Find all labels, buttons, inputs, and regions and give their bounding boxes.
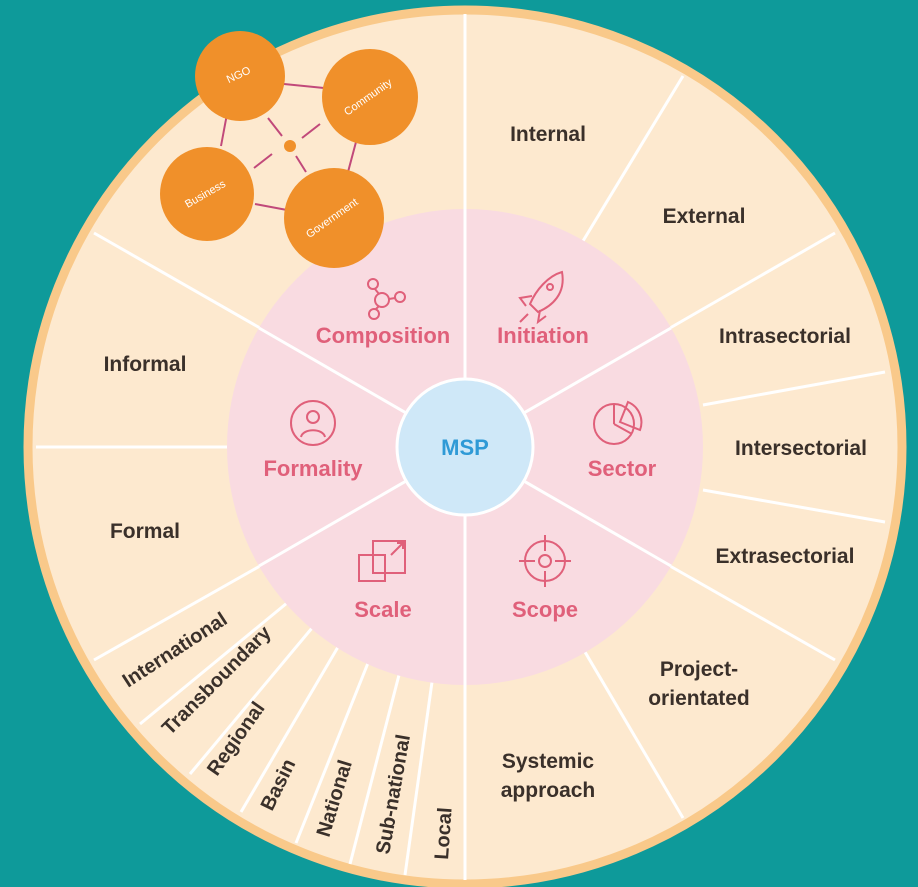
divider-regional-transboundary [188,627,314,775]
outer-external-label: External [663,205,746,228]
arrow-business-government [254,203,288,211]
stakeholder-government [284,168,384,268]
stakeholder-ngo [195,31,285,121]
arrow-ngo-business [220,113,228,147]
outer-formal-label: Formal [110,520,180,543]
divider-formality-composition [93,231,261,330]
arrow-business-center [253,153,273,169]
stakeholder-business [160,147,254,241]
center-label: MSP [441,435,489,460]
outer-informal-label: Informal [104,353,187,376]
outer-internal-label: Internal [510,123,586,146]
dimension-scope-label: Scope [512,597,578,622]
dimension-scale-label: Scale [354,597,412,622]
stakeholder-community [322,49,418,145]
network-nodes-icon [367,278,406,320]
rocket-icon [518,270,564,325]
msp-center [395,377,535,517]
outer-dividers [36,14,886,880]
arrow-community-government [347,141,357,173]
divider-subnational-national [348,674,401,865]
dimension-formality-label: Formality [263,456,363,481]
divider-project-systemic [583,651,685,819]
divider-basin-regional [239,646,340,813]
dimension-initiation-label: Initiation [497,323,589,348]
scale-local-label: Local [431,807,457,861]
divider-initiation-sector [669,231,836,330]
arrow-community-center [301,123,321,139]
outer-systemic-approach-label-2: approach [501,779,596,802]
divider-inter-extra [702,488,886,524]
outer-intersectorial-label: Intersectorial [735,437,867,460]
divider-scale-formality [93,564,261,662]
divider-local-subnational [403,681,434,876]
divider-national-basin [294,662,370,844]
dimension-sector-label: Sector [588,456,657,481]
divider-sector-scope [669,564,836,662]
outer-systemic-approach-label-1: Systemic [502,750,595,773]
outer-project-orientated-label-2: orientated [648,687,750,710]
arrow-government-center [295,155,307,173]
target-icon [519,535,571,587]
arrow-ngo-community [283,83,325,89]
stakeholder-hub [284,140,296,152]
divider-transboundary-international [139,601,288,726]
outer-intrasectorial-label: Intrasectorial [719,325,851,348]
stakeholder-cluster: NGO Community Government Business [160,31,418,268]
stakeholder-arrows [220,83,357,211]
pie-chart-icon [593,400,643,445]
outer-project-orientated-label-1: Project- [660,658,738,681]
person-icon [290,400,336,446]
divider-internal-external [581,75,685,242]
arrow-ngo-center [267,117,283,137]
outer-extrasectorial-label: Extrasectorial [716,545,855,568]
overlapping-squares-icon [358,540,406,582]
dimension-composition-label: Composition [316,323,450,348]
divider-intra-inter [702,370,886,407]
